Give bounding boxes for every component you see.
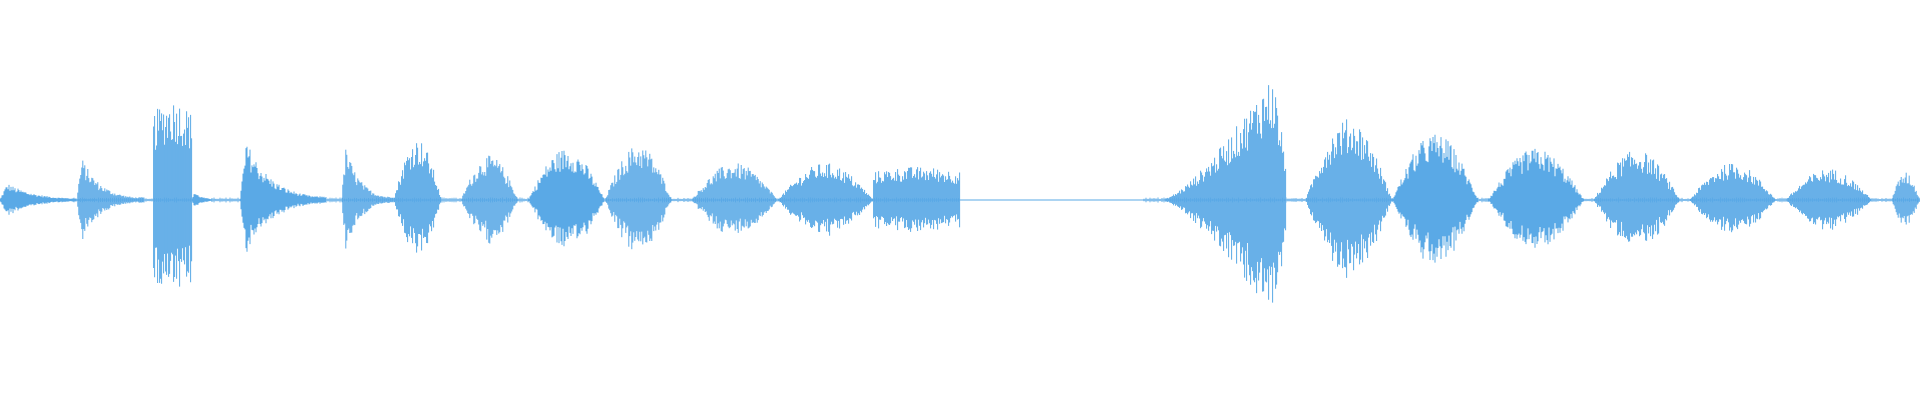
waveform-segment	[1593, 151, 1681, 242]
waveform-segment	[460, 155, 519, 244]
waveform-peaks	[0, 85, 1920, 303]
waveform-segment	[1890, 172, 1920, 225]
waveform-segment	[527, 150, 605, 247]
waveform-segment	[1161, 85, 1287, 303]
waveform-segment	[1689, 164, 1777, 233]
waveform-segment	[341, 149, 394, 249]
waveform-segment	[777, 163, 875, 236]
waveform-segment	[153, 105, 193, 287]
waveform-segment	[1391, 134, 1479, 263]
waveform-segment	[690, 163, 778, 233]
waveform-segment	[393, 143, 443, 253]
waveform-segment	[239, 146, 327, 252]
waveform-segment	[1785, 169, 1873, 230]
waveform-segment	[1305, 119, 1393, 278]
